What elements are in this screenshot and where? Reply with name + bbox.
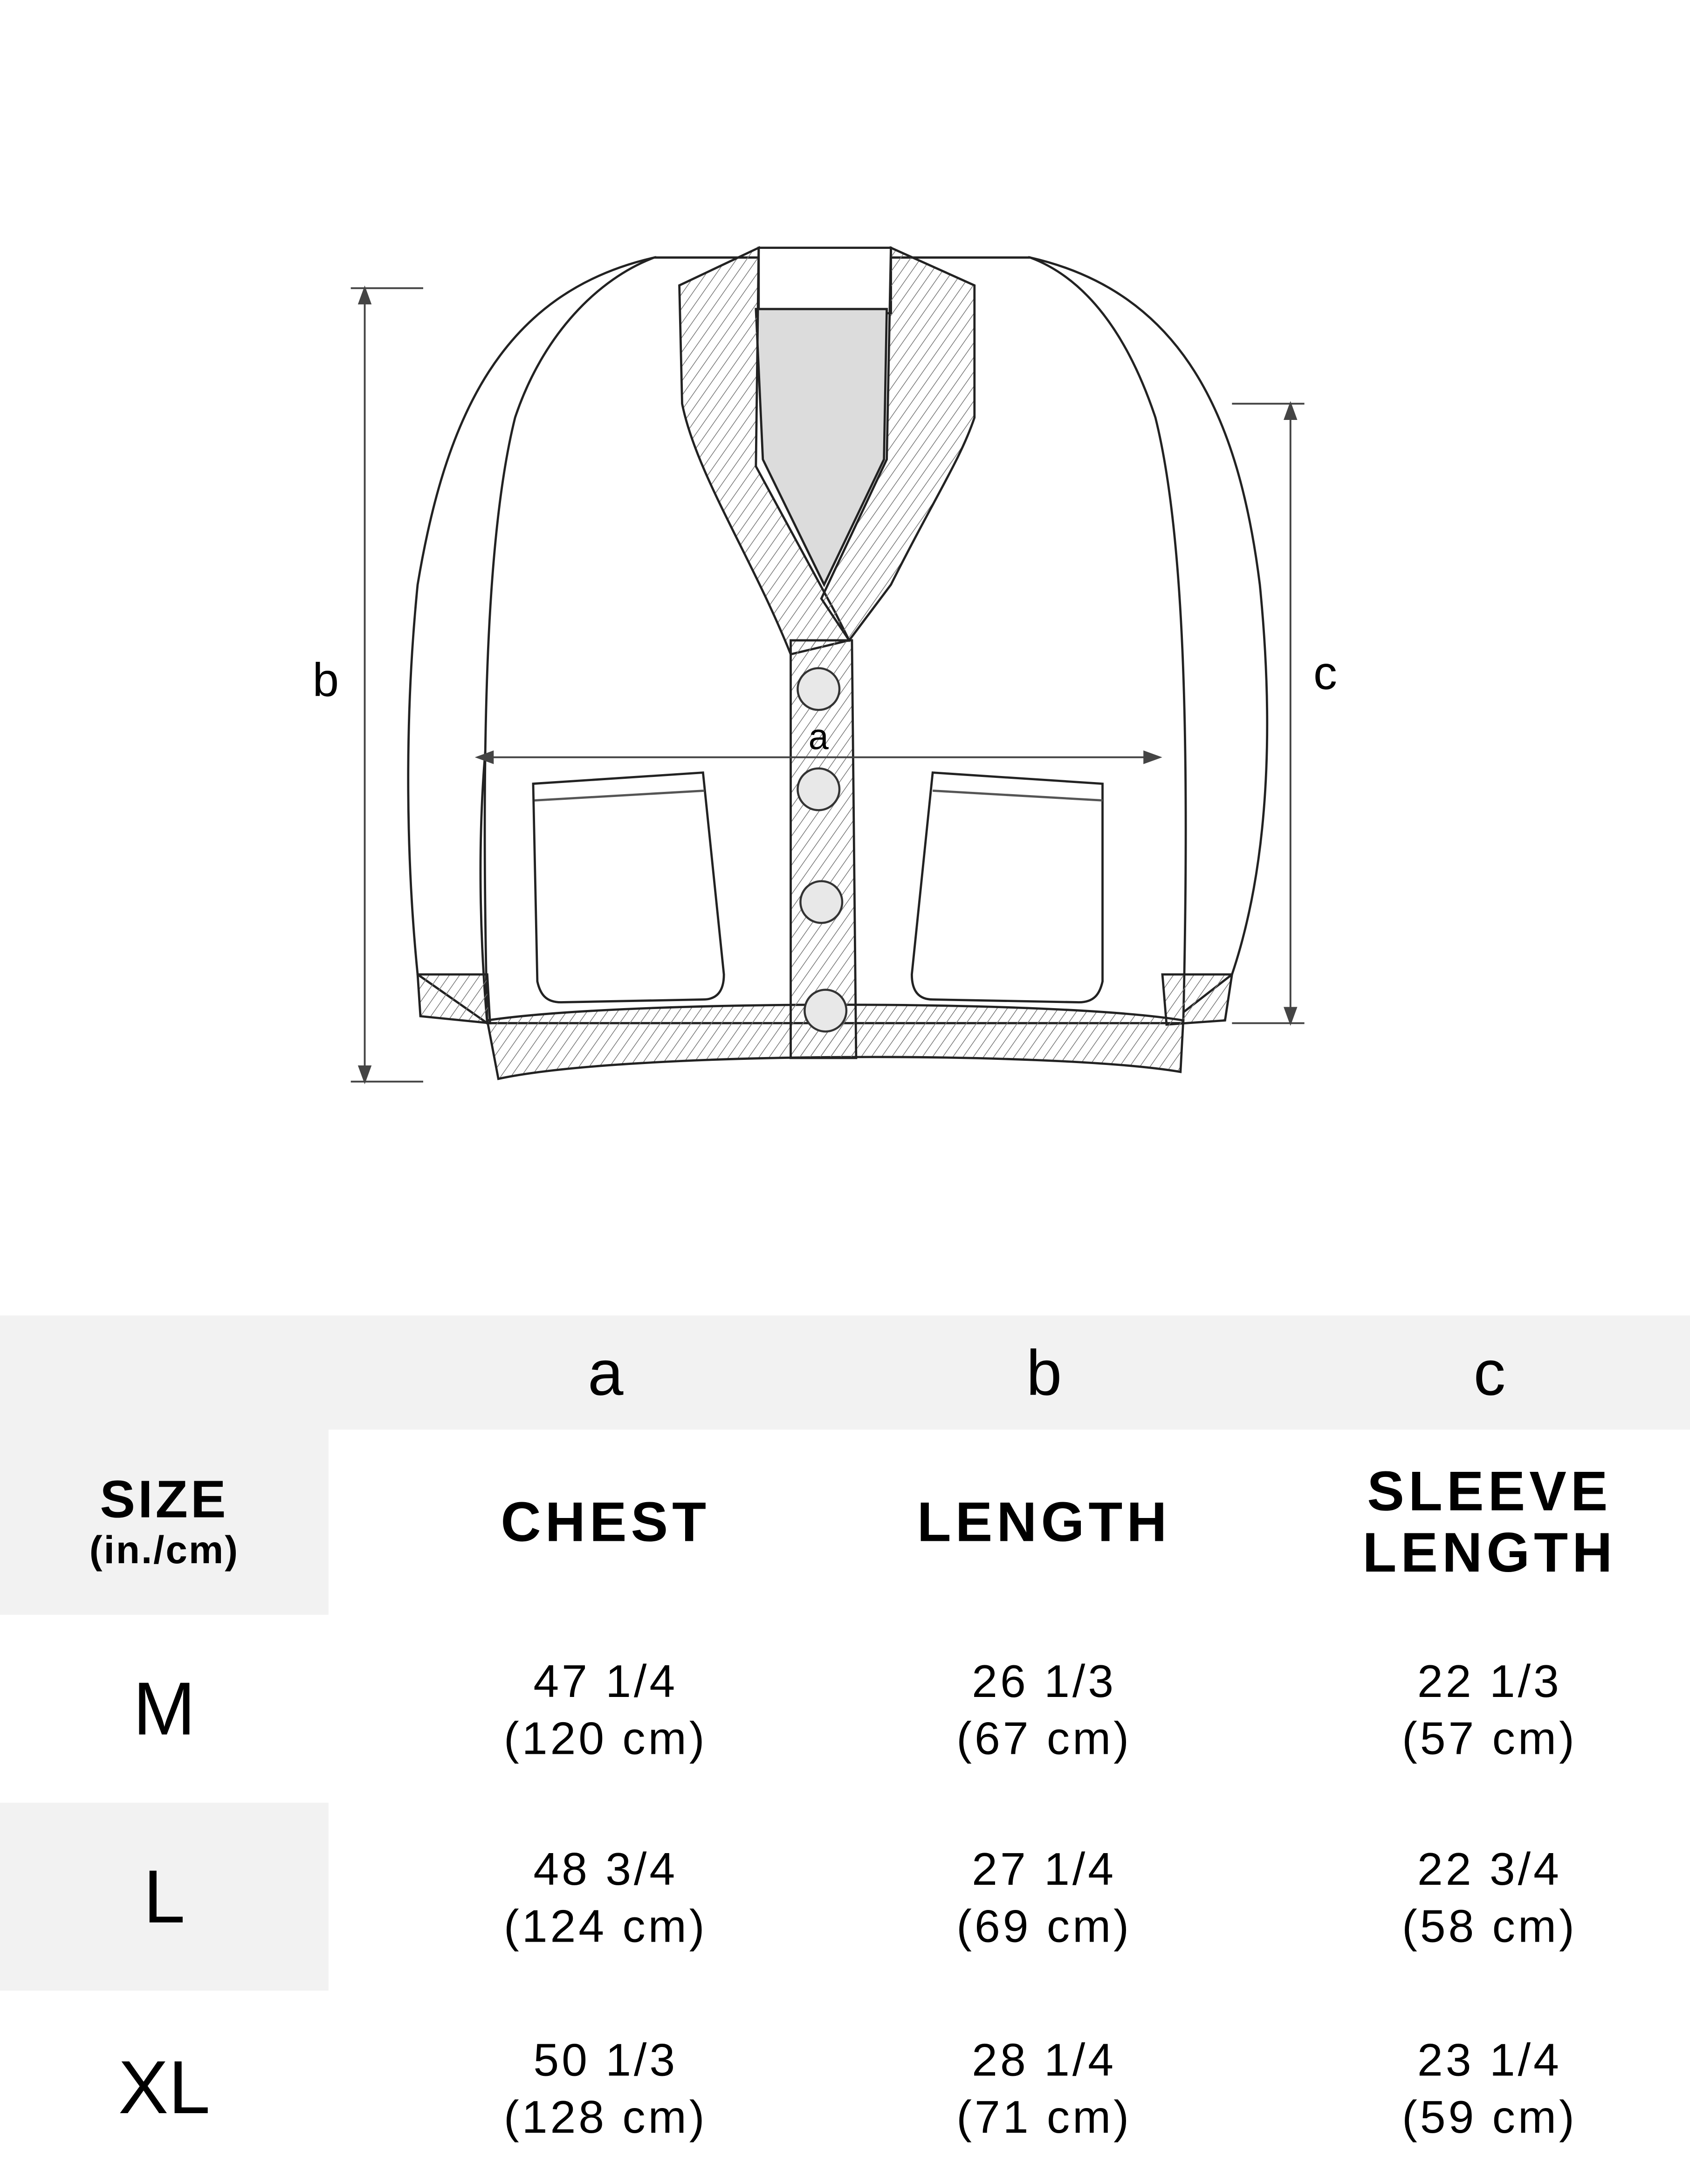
cardigan-diagram: b c a — [313, 246, 1337, 1085]
right-cuff — [1161, 973, 1234, 1026]
neck-back — [757, 247, 892, 315]
measurement-cell: 28 1/4(71 cm) — [828, 1991, 1260, 2184]
size-header: SIZE (in./cm) — [0, 1429, 329, 1615]
measurement-cell: 47 1/4(120 cm) — [390, 1615, 821, 1803]
column-header-chest: CHEST — [390, 1429, 821, 1614]
button — [797, 767, 841, 811]
right-pocket — [910, 771, 1104, 1003]
size-label: XL — [118, 2046, 211, 2129]
measurement-cell: 27 1/4(69 cm) — [828, 1803, 1260, 1991]
measurement-cell: 48 3/4(124 cm) — [390, 1803, 821, 1991]
measurement-cell: 23 1/4(59 cm) — [1274, 1991, 1690, 2184]
measurement-cm: (69 cm) — [956, 1899, 1132, 1951]
measurement-inches: 48 3/4 — [533, 1842, 678, 1894]
measurement-cell: 22 1/3(57 cm) — [1274, 1615, 1690, 1803]
measurement-cm: (124 cm) — [503, 1899, 708, 1951]
column-letter-a: a — [588, 1336, 624, 1409]
dimension-c-label: c — [1313, 646, 1337, 699]
letter-header-row — [0, 1315, 1690, 1430]
measurement-cm: (58 cm) — [1401, 1899, 1577, 1951]
measurement-cm: (128 cm) — [503, 2090, 708, 2142]
measurement-cm: (59 cm) — [1401, 2090, 1577, 2142]
measurement-cm: (120 cm) — [503, 1711, 708, 1763]
measurement-inches: 26 1/3 — [972, 1654, 1117, 1706]
size-label: M — [133, 1667, 196, 1751]
size-label: L — [0, 1802, 329, 1991]
header-text: SLEEVE — [1367, 1461, 1612, 1523]
right-collar — [820, 246, 976, 643]
header-text: LENGTH — [917, 1491, 1171, 1553]
size-header-unit: (in./cm) — [89, 1528, 240, 1571]
measurement-inches: 22 1/3 — [1417, 1654, 1562, 1706]
column-letter-b: b — [1026, 1336, 1062, 1409]
left-cuff — [416, 973, 491, 1024]
measurement-cell: 22 3/4(58 cm) — [1274, 1803, 1690, 1991]
measurement-inches: 50 1/3 — [533, 2033, 678, 2085]
button — [804, 989, 848, 1033]
measurement-cell: 26 1/3(67 cm) — [828, 1615, 1260, 1803]
column-letter-c: c — [1473, 1336, 1506, 1409]
neck-inner — [755, 308, 888, 587]
size-header-title: SIZE — [100, 1470, 229, 1529]
left-sleeve — [407, 256, 656, 1026]
button — [799, 880, 844, 924]
measurement-cm: (71 cm) — [956, 2090, 1132, 2142]
measurement-cm: (67 cm) — [956, 1711, 1132, 1763]
column-header-length: LENGTH — [828, 1429, 1260, 1614]
measurement-inches: 22 3/4 — [1417, 1842, 1562, 1894]
button — [797, 667, 841, 711]
buttons — [797, 667, 848, 1033]
measurement-cell: 50 1/3(128 cm) — [390, 1991, 821, 2184]
measurement-inches: 23 1/4 — [1417, 2033, 1562, 2085]
dimension-b-label: b — [313, 653, 339, 706]
measurement-inches: 47 1/4 — [533, 1654, 678, 1706]
left-pocket — [532, 771, 725, 1003]
placket — [790, 639, 858, 1059]
header-text: LENGTH — [1362, 1522, 1617, 1584]
dimension-a-label: a — [809, 717, 829, 757]
header-text: CHEST — [501, 1491, 711, 1553]
measurement-inches: 28 1/4 — [972, 2033, 1117, 2085]
measurement-inches: 27 1/4 — [972, 1842, 1117, 1894]
measurement-cm: (57 cm) — [1401, 1711, 1577, 1763]
